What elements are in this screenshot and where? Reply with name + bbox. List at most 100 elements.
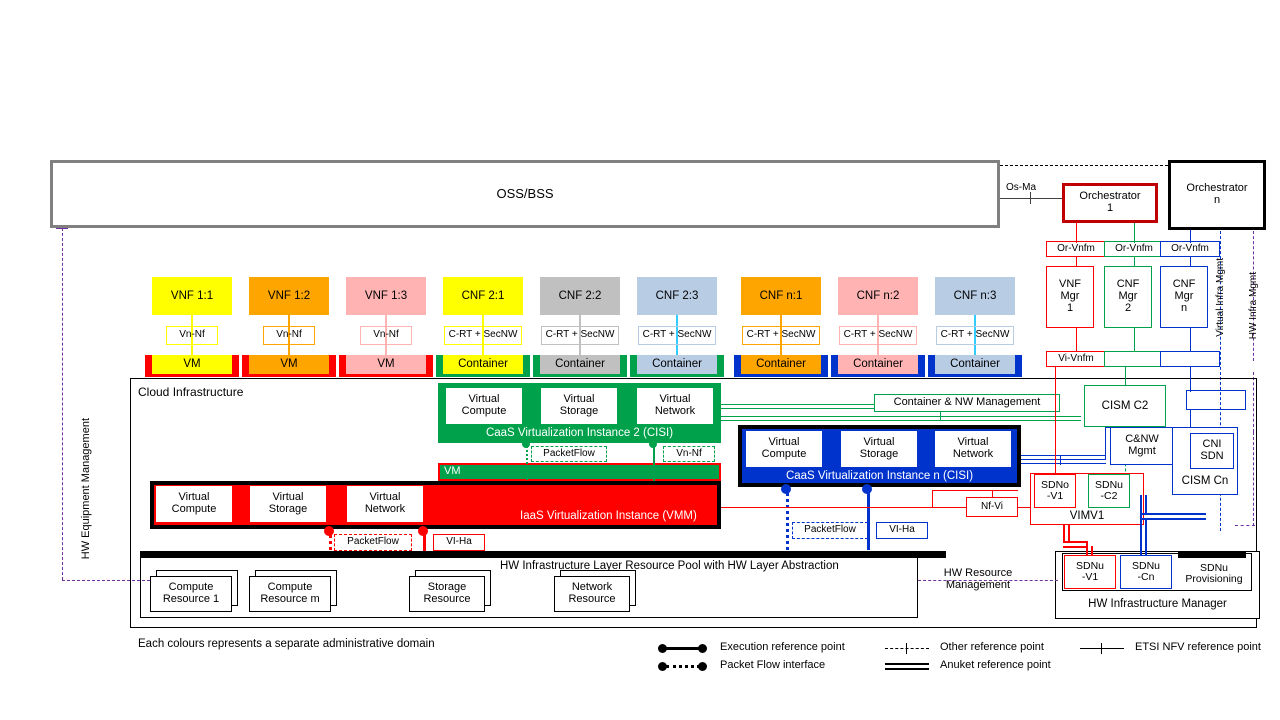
sdnu-c2-box[interactable]: SDNu -C2 <box>1088 474 1130 508</box>
him-provisioning-bar <box>1178 551 1246 558</box>
cisin-virtual-storage[interactable]: Virtual Storage <box>841 431 917 467</box>
hw-pool-right-bar <box>786 551 946 558</box>
hw-res-compute-1[interactable]: Compute Resource 1 <box>150 576 232 612</box>
workload-box-8[interactable]: CNF n:2 <box>838 277 918 315</box>
cisi2-vm-bar[interactable] <box>438 463 721 481</box>
os-ma-line <box>1000 198 1062 199</box>
workload-host-5[interactable]: Container <box>540 355 620 374</box>
vmm-vc-l1: Virtual <box>178 491 210 504</box>
workload-label: CNF 2:1 <box>461 289 505 302</box>
or-vnfm-2-box[interactable]: Or-Vnfm <box>1104 241 1164 257</box>
vmm-packetflow-box[interactable]: PacketFlow <box>334 534 412 551</box>
cni-sdn-l1: CNI <box>1202 438 1222 451</box>
workload-host-6[interactable]: Container <box>637 355 717 374</box>
vim-him-red-b <box>1068 525 1070 542</box>
workload-box-5[interactable]: CNF 2:2 <box>540 277 620 315</box>
vmm-vs-l2: Storage <box>268 503 308 515</box>
cisin-virtual-compute[interactable]: Virtual Compute <box>746 431 822 467</box>
workload-interface-label: Vn-Nf <box>276 329 302 341</box>
workload-link-line-6 <box>676 315 678 358</box>
vmm-virtual-compute[interactable]: Virtual Compute <box>156 486 232 522</box>
nf-vi-line-left <box>721 507 966 508</box>
nf-vi-box[interactable]: Nf-Vi <box>966 497 1018 517</box>
cnf-mgr-2-box[interactable]: CNF Mgr 2 <box>1104 266 1152 328</box>
cism-c2-box[interactable]: CISM C2 <box>1084 385 1166 427</box>
workload-box-2[interactable]: VNF 1:2 <box>249 277 329 315</box>
sdno-v1-box[interactable]: SDNo -V1 <box>1034 474 1076 508</box>
or-vnfm-3-box[interactable]: Or-Vnfm <box>1160 241 1220 257</box>
workload-interface-box-9[interactable]: C-RT + SecNW <box>936 326 1014 345</box>
workload-interface-box-4[interactable]: C-RT + SecNW <box>444 326 522 345</box>
workload-box-6[interactable]: CNF 2:3 <box>637 277 717 315</box>
legend-etsi-symbol <box>1080 643 1126 655</box>
workload-interface-box-6[interactable]: C-RT + SecNW <box>638 326 716 345</box>
cnf-mgr-n-l1: CNF <box>1172 278 1196 291</box>
link-cnfmgrn-down <box>1190 328 1191 352</box>
workload-host-3[interactable]: VM <box>346 355 426 374</box>
cisi2-packetflow-box[interactable]: PacketFlow <box>531 446 607 462</box>
vmm-box[interactable] <box>150 481 721 529</box>
cisin-virtual-network[interactable]: Virtual Network <box>935 431 1011 467</box>
workload-interface-box-5[interactable]: C-RT + SecNW <box>541 326 619 345</box>
anuket-line-cisin-b <box>1021 459 1106 460</box>
cisi2-virtual-compute[interactable]: Virtual Compute <box>446 388 522 424</box>
workload-link-line-4 <box>482 315 484 358</box>
him-sdnu-provisioning[interactable]: SDNu Provisioning <box>1176 558 1252 590</box>
legend-other-symbol <box>885 643 931 655</box>
workload-interface-box-1[interactable]: Vn-Nf <box>166 326 218 345</box>
cnf-mgr-n-lower-box[interactable] <box>1186 390 1246 410</box>
him-sdnu-v1-box[interactable]: SDNu -V1 <box>1064 555 1116 589</box>
vi-vnfm-green-box[interactable] <box>1104 351 1164 367</box>
workload-box-7[interactable]: CNF n:1 <box>741 277 821 315</box>
workload-interface-label: C-RT + SecNW <box>448 329 518 341</box>
orchestrator-n-box[interactable]: Orchestrator n <box>1168 160 1266 230</box>
workload-box-3[interactable]: VNF 1:3 <box>346 277 426 315</box>
him-prov-l1: SDNu <box>1199 561 1228 574</box>
vimv1-label: VIMV1 <box>1069 509 1105 522</box>
workload-interface-box-7[interactable]: C-RT + SecNW <box>742 326 820 345</box>
workload-interface-box-2[interactable]: Vn-Nf <box>263 326 315 345</box>
workload-host-4[interactable]: Container <box>443 355 523 374</box>
hw-res-storage[interactable]: Storage Resource <box>409 576 485 612</box>
cisin-packetflow-box[interactable]: PacketFlow <box>792 522 868 539</box>
or-vnfm-1-box[interactable]: Or-Vnfm <box>1046 241 1106 257</box>
os-ma-tick <box>1030 192 1031 204</box>
hw-res-network[interactable]: Network Resource <box>554 576 630 612</box>
cisi2-vn-nf-box[interactable]: Vn-Nf <box>663 446 715 462</box>
hw-resource-mgmt-dashed <box>918 580 1058 581</box>
vi-vnfm-box[interactable]: Vi-Vnfm <box>1046 351 1106 367</box>
orchestrator-1-box[interactable]: Orchestrator 1 <box>1062 183 1158 223</box>
vi-vnfm-blue-box[interactable] <box>1160 351 1220 367</box>
cni-sdn-box[interactable]: CNI SDN <box>1190 433 1234 469</box>
hw-res-1-l1: Compute <box>168 581 214 594</box>
workload-host-8[interactable]: Container <box>838 355 918 374</box>
hw-equipment-management-label: HW Equipment Management <box>80 418 92 560</box>
vmm-virtual-storage[interactable]: Virtual Storage <box>250 486 326 522</box>
workload-host-2[interactable]: VM <box>249 355 329 374</box>
workload-box-1[interactable]: VNF 1:1 <box>152 277 232 315</box>
vmm-virtual-network[interactable]: Virtual Network <box>347 486 423 522</box>
workload-host-7[interactable]: Container <box>741 355 821 374</box>
vnf-mgr-1-box[interactable]: VNF Mgr 1 <box>1046 266 1094 328</box>
container-nw-mgmt-box[interactable]: Container & NW Management <box>874 394 1060 412</box>
oss-bss-box[interactable]: OSS/BSS <box>50 160 1000 228</box>
vmm-vi-ha-box[interactable]: VI-Ha <box>433 534 485 551</box>
cnw-mgmt-box[interactable]: C&NW Mgmt <box>1110 427 1174 465</box>
cisi2-vc-l2: Compute <box>461 405 507 417</box>
cnf-mgr-n-box[interactable]: CNF Mgr n <box>1160 266 1208 328</box>
workload-interface-box-8[interactable]: C-RT + SecNW <box>839 326 917 345</box>
virtual-infra-mgmt-dashed <box>1220 231 1221 531</box>
him-sdnu-cn-box[interactable]: SDNu -Cn <box>1120 555 1172 589</box>
workload-host-9[interactable]: Container <box>935 355 1015 374</box>
vmm-vi-ha-label: VI-Ha <box>446 536 472 548</box>
cisi2-virtual-storage[interactable]: Virtual Storage <box>541 388 617 424</box>
workload-interface-box-3[interactable]: Vn-Nf <box>360 326 412 345</box>
hw-res-compute-m[interactable]: Compute Resource m <box>249 576 331 612</box>
virtual-infra-mgmt-label: Virtual Infra Mgmt <box>1215 258 1226 337</box>
workload-host-1[interactable]: VM <box>152 355 232 374</box>
workload-box-4[interactable]: CNF 2:1 <box>443 277 523 315</box>
cisi2-virtual-network[interactable]: Virtual Network <box>637 388 713 424</box>
cisin-vi-ha-box[interactable]: VI-Ha <box>876 522 928 539</box>
vim-him-red-f <box>1091 546 1093 555</box>
workload-box-9[interactable]: CNF n:3 <box>935 277 1015 315</box>
